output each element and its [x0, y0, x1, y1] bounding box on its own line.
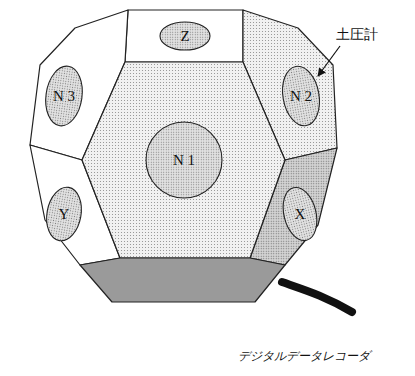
sensor-label: Z — [180, 29, 189, 44]
device-label: デジタルデータレコーダ — [238, 348, 370, 365]
sensor-ellipse: X — [283, 186, 317, 242]
sensor-label: N 2 — [290, 89, 312, 104]
sensor-ellipse-shape — [43, 184, 86, 243]
top-face — [125, 10, 243, 62]
sensor-ellipse: Z — [159, 21, 211, 51]
callout-label: 土圧計 — [336, 26, 378, 44]
sensor-ellipse-shape — [278, 184, 322, 244]
leader-arrow — [318, 46, 340, 76]
sensor-label: N 1 — [173, 153, 195, 168]
cable — [282, 282, 352, 312]
front-face — [82, 62, 285, 258]
sensor-ellipse: N 1 — [145, 121, 223, 199]
sensor-label: X — [295, 207, 306, 222]
sensor-ellipse: N 3 — [45, 65, 83, 127]
sensor-ellipse-shape — [42, 64, 86, 128]
sensor-ellipse: Y — [46, 186, 82, 242]
sensor-label: Y — [59, 207, 70, 222]
sensor-ellipse-shape — [160, 22, 210, 50]
bottom-face — [80, 258, 285, 302]
sensor-ellipse: N 2 — [282, 65, 320, 127]
sensor-label: N 3 — [53, 89, 75, 104]
sensor-ellipse-shape — [278, 63, 324, 128]
sensor-ellipse-shape — [146, 122, 222, 198]
